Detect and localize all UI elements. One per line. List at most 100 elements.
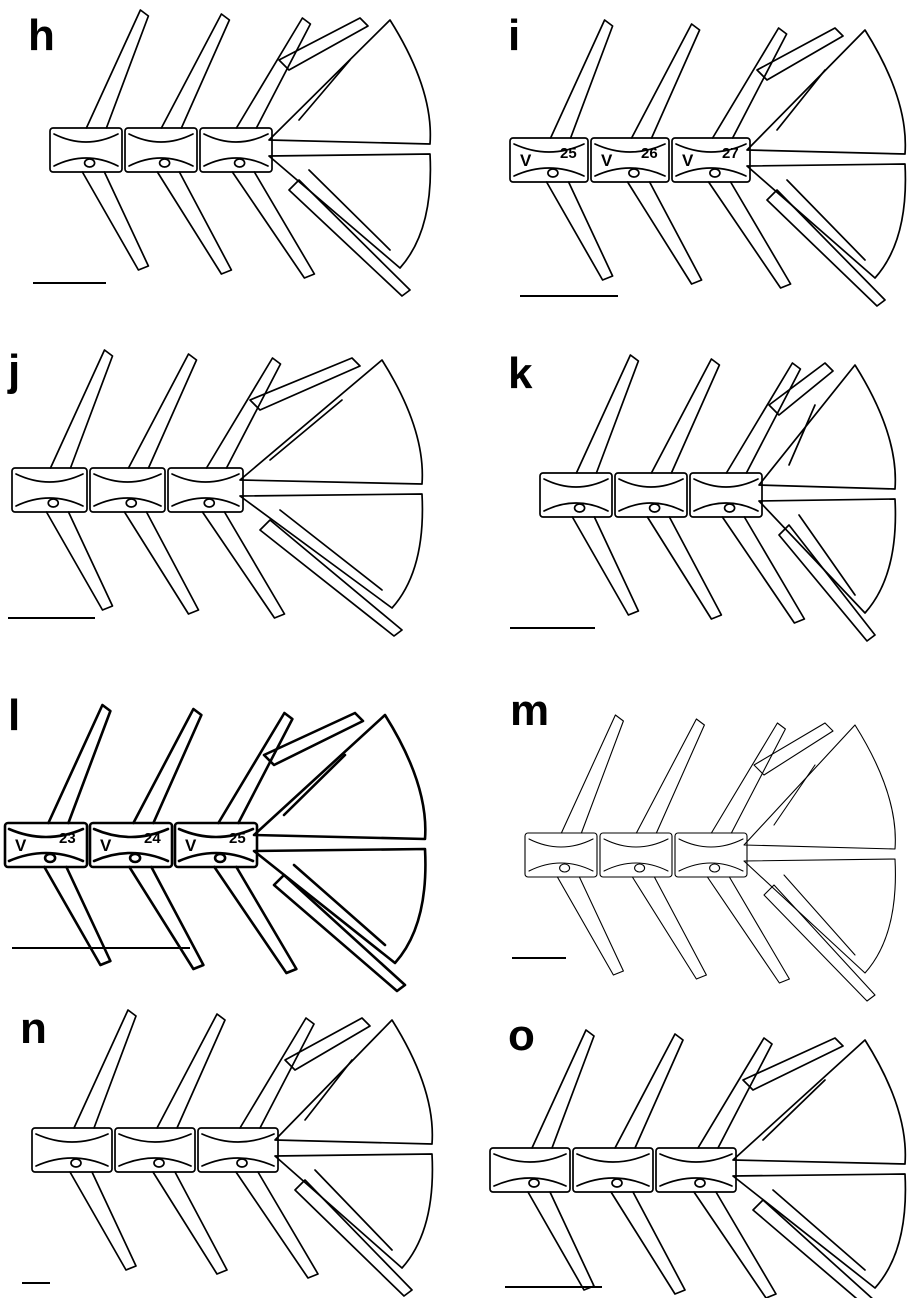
panel-m: m [510,686,895,1001]
haemal-spine [214,867,296,973]
haemal-spine [547,182,613,280]
neural-spine [161,14,229,128]
haemal-spine [707,877,789,983]
neural-spine [129,354,197,468]
panel-k: k [508,349,895,641]
neural-spine [74,1010,136,1128]
haemal-spine [82,172,148,270]
neural-spine [576,355,638,473]
neural-spine [157,1014,225,1128]
haemal-spine [632,877,706,979]
haemal-spine [153,1172,227,1274]
vertebra-centrum [50,128,122,172]
vertebra-centrum [490,1148,570,1192]
panel-letter-h: h [28,11,55,60]
vertebra-centrum [200,128,272,172]
haemal-spine [232,172,314,278]
neural-spine [698,1038,772,1148]
hypural-fan [269,18,430,296]
vertebra-centrum [168,468,243,512]
neural-spine [632,24,700,138]
haemal-spine [70,1172,136,1270]
haemal-spine [236,1172,318,1278]
neural-spine [48,705,110,823]
vertebra-centrum [656,1148,736,1192]
hypural-fan [747,28,905,306]
haemal-spine [203,512,285,618]
panel-letter-k: k [508,349,533,398]
hypural-fan [240,358,422,636]
neural-spine [561,715,623,833]
neural-spine [636,719,704,833]
haemal-spine [572,517,638,615]
vertebra-centrum [540,473,612,517]
panel-o: o [490,1011,905,1298]
neural-spine [133,709,201,823]
hypural-fan [759,363,895,641]
vertebra-centrum [125,128,197,172]
haemal-spine [557,877,623,975]
haemal-spine [628,182,702,284]
panel-letter-m: m [510,686,549,735]
haemal-spine [694,1192,776,1298]
panel-j: j [7,346,422,636]
neural-spine [551,20,613,138]
vertebra-centrum [525,833,597,877]
vertebra-centrum [690,473,762,517]
vertebra-number-label: 27 [722,145,739,162]
neural-spine [711,723,785,833]
vertebra-letter-label: V [520,151,532,170]
panel-letter-i: i [508,11,520,60]
neural-spine [651,359,719,473]
vertebra-number-label: 23 [59,830,76,847]
neural-spine [218,713,292,823]
vertebra-letter-label: V [682,151,694,170]
vertebra-number-label: 25 [560,145,577,162]
vertebra-centrum [198,1128,278,1172]
vertebra-letter-label: V [100,836,112,855]
neural-spine [236,18,310,128]
haemal-spine [611,1192,685,1294]
vertebra-centrum [600,833,672,877]
vertebra-centrum [675,833,747,877]
panel-letter-l: l [8,691,20,740]
vertebra-number-label: 26 [641,145,658,162]
panel-n: n [20,1004,432,1296]
haemal-spine [125,512,199,614]
haemal-spine [709,182,791,288]
neural-spine [86,10,148,128]
haemal-spine [44,867,110,965]
neural-spine [532,1030,594,1148]
panel-letter-j: j [7,346,20,395]
vertebra-letter-label: V [185,836,197,855]
vertebra-centrum [115,1128,195,1172]
haemal-spine [157,172,231,274]
hypural-fan [254,713,425,991]
panel-letter-o: o [508,1011,535,1060]
haemal-spine [129,867,203,969]
neural-spine [51,350,113,468]
neural-spine [615,1034,683,1148]
haemal-spine [528,1192,594,1290]
panel-h: h [28,10,430,296]
vertebra-number-label: 25 [229,830,246,847]
vertebra-centrum [573,1148,653,1192]
vertebra-centrum [12,468,87,512]
haemal-spine [47,512,113,610]
haemal-spine [722,517,804,623]
vertebra-centrum [615,473,687,517]
hypural-fan [275,1018,432,1296]
vertebra-letter-label: V [15,836,27,855]
neural-spine [207,358,281,468]
panel-i: iV 25 V 26 V 27 [508,11,905,306]
vertebra-letter-label: V [601,151,613,170]
panel-letter-n: n [20,1004,47,1053]
vertebra-centrum [32,1128,112,1172]
neural-spine [726,363,800,473]
haemal-spine [647,517,721,619]
hypural-fan [733,1038,905,1298]
vertebra-centrum [90,468,165,512]
